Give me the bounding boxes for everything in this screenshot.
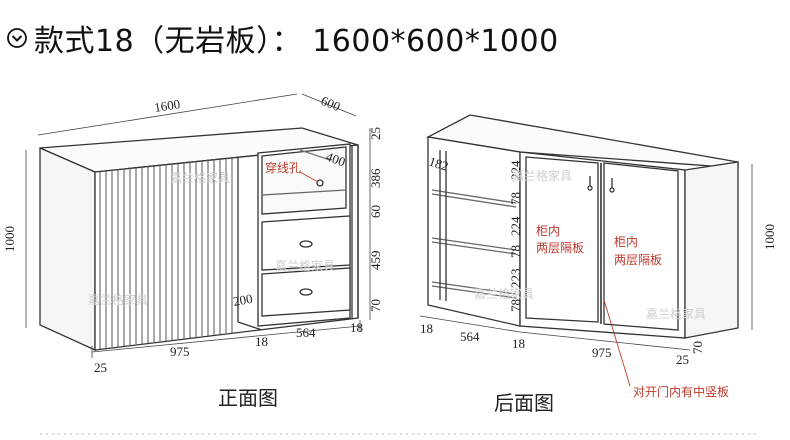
label-shelf-right-1: 柜内: [614, 235, 638, 249]
dim-25: 25: [94, 360, 107, 375]
dim-top-25: 25: [368, 127, 383, 140]
slatted-door: [99, 157, 233, 349]
dim-depth-600: 600: [319, 93, 343, 114]
watermark-back-3: 嘉兰格家具: [646, 306, 706, 321]
dim-18-right: 18: [350, 320, 363, 335]
label-center-divider: 对开门内有中竖板: [633, 384, 729, 399]
dim-height-1000: 1000: [2, 226, 17, 252]
dim-400: 400: [324, 149, 347, 170]
dim-564-back: 564: [460, 329, 480, 344]
dim-200: 200: [232, 291, 254, 309]
dim-459: 459: [368, 251, 383, 271]
watermark-front-2: 嘉兰格家具: [275, 258, 335, 273]
dim-564: 564: [296, 325, 316, 340]
back-caption: 后面图: [494, 391, 554, 415]
dim-70-back: 70: [690, 341, 705, 354]
dim-975-back: 975: [592, 345, 612, 360]
dim-height-1000-back: 1000: [762, 224, 777, 250]
front-dimension-lines: [25, 93, 371, 358]
front-dimension-labels: 1600 600 1000 25 400 386 60 459 70 18 20…: [2, 93, 383, 375]
dim-25-back: 25: [676, 352, 689, 367]
dim-18-mid: 18: [255, 334, 268, 349]
dim-386: 386: [368, 168, 383, 188]
dim-width-1600: 1600: [153, 96, 181, 115]
dim-78-a: 78: [508, 192, 523, 205]
dim-224-b: 224: [508, 216, 523, 236]
title-text: 款式18（无岩板）： 1600*600*1000: [34, 24, 559, 59]
label-shelf-right-2: 两层隔板: [614, 253, 662, 267]
label-shelf-left-2: 两层隔板: [536, 241, 584, 255]
dim-60: 60: [368, 205, 383, 218]
dim-182: 182: [427, 154, 450, 174]
front-caption: 正面图: [218, 386, 278, 410]
dim-224-a: 224: [508, 160, 523, 180]
watermark-back-2: 嘉兰格家具: [474, 286, 534, 301]
front-view: [39, 127, 359, 352]
dim-78-b: 78: [508, 245, 523, 258]
watermark-back-1: 嘉兰格家具: [512, 168, 572, 183]
chevron-down-circle-icon: [7, 28, 27, 48]
dim-975: 975: [170, 344, 190, 359]
back-view: [425, 114, 739, 339]
watermark-front-3: 嘉兰格家具: [88, 292, 148, 307]
label-wire-hole: 穿线孔: [265, 160, 301, 175]
dim-18-center: 18: [512, 336, 525, 351]
dim-70: 70: [368, 299, 383, 312]
dim-223: 223: [508, 269, 523, 289]
page-title: 款式18（无岩板）： 1600*600*1000: [6, 18, 559, 59]
dim-78-c: 78: [508, 299, 523, 312]
watermark-front-1: 嘉兰格家具: [170, 170, 230, 185]
back-dimension-lines: [419, 164, 753, 351]
back-dimension-labels: 182 224 78 224 78 223 78 1000 18 564 18 …: [420, 154, 777, 367]
dim-18-left: 18: [420, 321, 433, 336]
label-shelf-left-1: 柜内: [536, 224, 560, 238]
